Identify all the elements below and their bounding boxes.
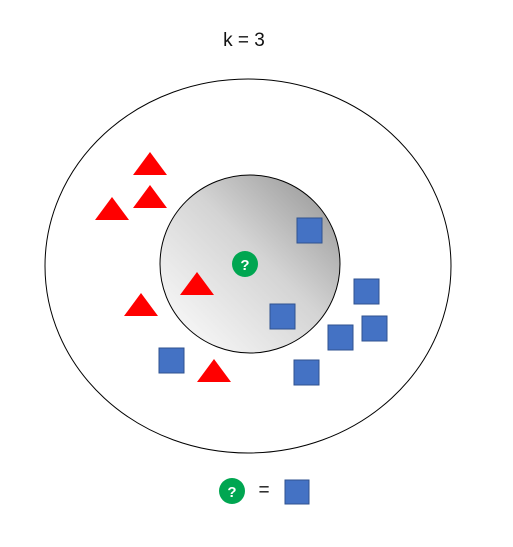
unknown-point-label: ?: [240, 257, 249, 274]
square-point: [327, 324, 354, 351]
triangle-point: [133, 185, 167, 208]
legend-unknown-label: ?: [227, 484, 236, 501]
square-point: [296, 217, 323, 244]
square-class-icon: [284, 479, 310, 505]
square-point: [361, 315, 388, 342]
square-point: [353, 278, 380, 305]
triangle-point: [95, 197, 129, 220]
unknown-point: ?: [232, 251, 258, 277]
square-point: [158, 347, 185, 374]
triangle-point: [133, 152, 167, 175]
legend-equals: =: [258, 480, 270, 501]
square-point: [269, 303, 296, 330]
triangle-point: [180, 272, 214, 295]
unknown-point-icon: ?: [219, 478, 245, 504]
diagram-title: k = 3: [223, 30, 265, 51]
triangle-point: [197, 359, 231, 382]
square-point: [293, 359, 320, 386]
triangle-point: [124, 293, 158, 316]
